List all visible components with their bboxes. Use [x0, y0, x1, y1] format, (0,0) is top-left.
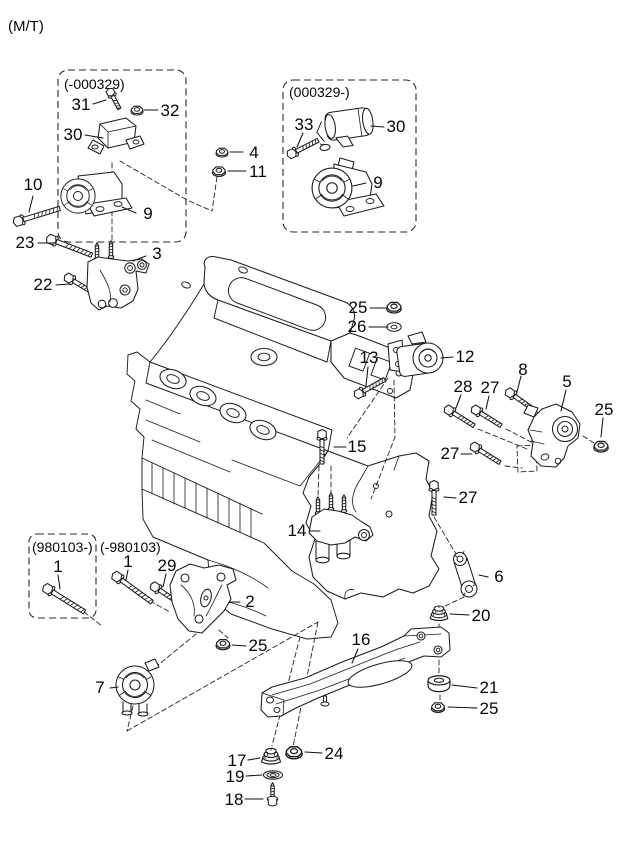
callout-1-early: 1: [53, 557, 62, 576]
part-25-nut-bracket2: [215, 639, 231, 651]
callout-4: 4: [249, 143, 258, 162]
callout-25-right: 25: [595, 400, 614, 419]
callout-29: 29: [158, 556, 177, 575]
callout-30-late: 30: [387, 117, 406, 136]
callout-21: 21: [480, 678, 499, 697]
callout-8: 8: [518, 360, 527, 379]
callout-25-bracket2: 25: [249, 636, 268, 655]
callout-9-late: 9: [373, 173, 382, 192]
variant-box-late-label: (000329-): [289, 84, 350, 100]
variant-box-early-label: (-000329): [64, 76, 125, 92]
part-3-engine-bracket: [86, 240, 150, 311]
callout-17: 17: [228, 751, 247, 770]
part-2-mount-bracket: [169, 563, 237, 634]
callout-labels: 31 32 30 9 10 4 11 23 3 22 33 30 9 25 26…: [16, 95, 614, 809]
callout-27-lower: 27: [459, 488, 478, 507]
part-10-bolt: [11, 202, 62, 229]
callout-6: 6: [494, 567, 503, 586]
part-25-nut-upper: [386, 301, 402, 314]
callout-1-late: 1: [123, 552, 132, 571]
callout-22: 22: [34, 275, 53, 294]
variant-box-late-000329: (000329-): [282, 79, 417, 233]
callout-3: 3: [152, 244, 161, 263]
part-9-engine-mount-early: [60, 171, 133, 217]
callout-12: 12: [456, 347, 475, 366]
callout-18: 18: [225, 790, 244, 809]
callout-33: 33: [295, 115, 314, 134]
part-16-crossmember: [260, 626, 451, 718]
part-25-nut-crossmember: [430, 702, 446, 714]
engine-line-art: [126, 256, 440, 640]
callout-20: 20: [472, 606, 491, 625]
callout-13: 13: [360, 348, 379, 367]
part-33-bolt: [284, 135, 321, 161]
callout-16: 16: [352, 630, 371, 649]
part-30-damper-bracket-early: [87, 117, 145, 155]
part-17-stopper: [260, 747, 282, 765]
part-24-nut: [285, 746, 303, 760]
callout-25-upper: 25: [349, 298, 368, 317]
callout-27-middle: 27: [441, 444, 460, 463]
part-18-bolt: [266, 781, 279, 807]
callout-5: 5: [562, 372, 571, 391]
part-19-washer: [262, 770, 284, 780]
callout-27-upper: 27: [481, 378, 500, 397]
transmission-note: (M/T): [8, 18, 44, 35]
callout-9-early: 9: [143, 204, 152, 223]
callout-25-crossmember: 25: [480, 699, 499, 718]
part-1-bolt-late: [109, 568, 156, 607]
variant-box-980103-label: (980103-): [32, 539, 93, 555]
variant-box-early-000329: (-000329): [57, 69, 187, 243]
callout-10: 10: [24, 175, 43, 194]
part-27-bolt-middle: [467, 439, 504, 468]
callout-11: 11: [249, 162, 267, 181]
part-4-nut: [215, 147, 229, 158]
part-9-engine-mount-late: [311, 157, 385, 217]
callout-31: 31: [72, 95, 91, 114]
callout-15: 15: [348, 437, 367, 456]
variant-box-980103: (980103-): [28, 533, 97, 619]
part-32-nut: [130, 105, 144, 116]
callout-7: 7: [95, 678, 104, 697]
part-30-damper-late: [316, 107, 374, 152]
part-21-cushion: [427, 675, 451, 693]
part-20-stopper: [429, 605, 449, 622]
callout-32: 32: [161, 101, 180, 120]
loose-variant-label: (-980103): [100, 539, 161, 555]
part-25-nut-right: [593, 440, 609, 453]
part-7-engine-mount: [115, 658, 160, 717]
part-14-mount-bracket: [308, 492, 374, 564]
callout-28: 28: [454, 377, 473, 396]
part-5-transmission-bracket: [523, 403, 581, 468]
callout-30-early: 30: [64, 125, 83, 144]
part-6-roll-stopper-link: [452, 550, 478, 598]
part-1-bolt-early: [40, 581, 88, 617]
callout-24: 24: [325, 744, 344, 763]
part-26-washer: [386, 322, 402, 332]
part-11-nut: [211, 166, 227, 177]
part-12-engine-mount: [387, 331, 444, 377]
leader-lines: [28, 99, 604, 800]
callout-14: 14: [288, 521, 307, 540]
callout-2: 2: [245, 592, 254, 611]
callout-19: 19: [226, 767, 245, 786]
callout-26: 26: [348, 317, 367, 336]
part-23-bolt: [44, 232, 95, 261]
callout-23: 23: [16, 233, 35, 252]
